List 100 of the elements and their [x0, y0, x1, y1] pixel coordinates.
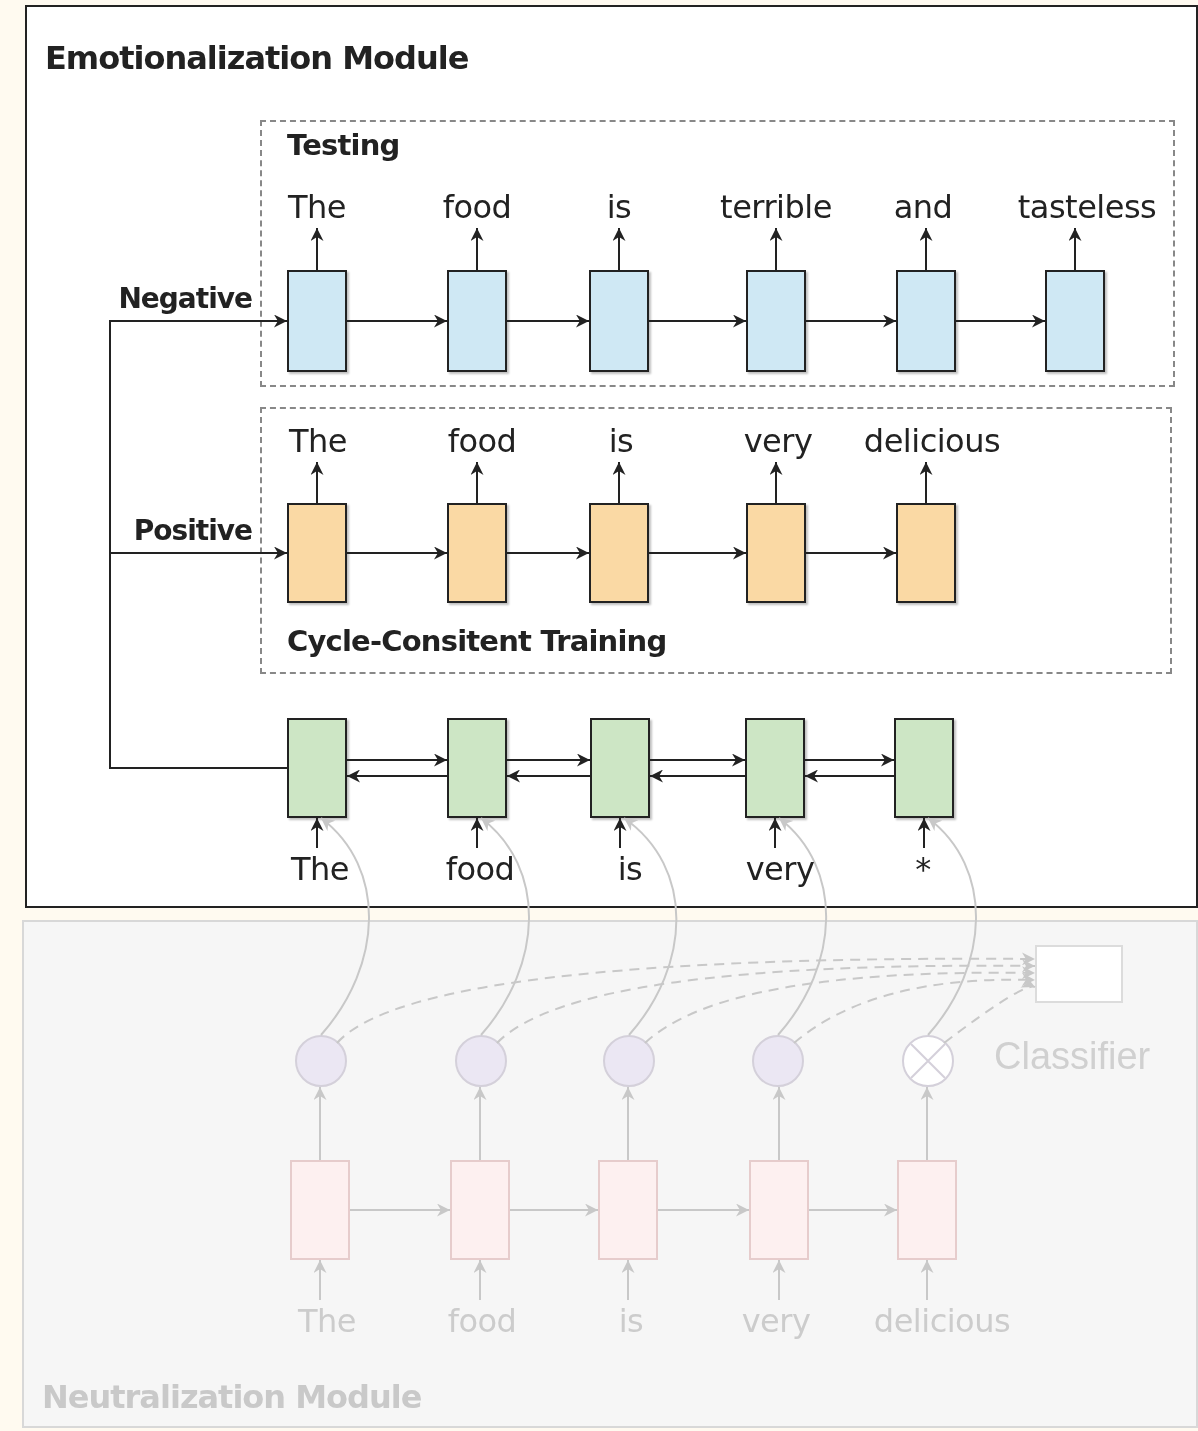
group-title: Cycle-Consitent Training [287, 624, 667, 658]
cell-block [897, 1160, 957, 1260]
arrow [1068, 227, 1082, 271]
cell-block [894, 718, 954, 818]
arrow [480, 817, 530, 1036]
module-panel [22, 920, 1198, 1428]
cell-block [287, 718, 347, 818]
arrow [506, 546, 590, 560]
arrow [470, 461, 484, 504]
word-label: The [270, 848, 370, 890]
arrow [927, 817, 977, 1036]
arrow [769, 461, 783, 504]
dashed-arrow [336, 952, 1036, 1044]
multiply-circle [902, 1035, 954, 1087]
dashed-arrow [793, 973, 1036, 1044]
arrow [473, 1086, 487, 1161]
arrow [772, 1259, 786, 1301]
arrow [470, 817, 484, 849]
module-title: Emotionalization Module [45, 39, 469, 77]
arrow [612, 461, 626, 504]
word-label: The [243, 420, 393, 462]
arrow [470, 227, 484, 271]
arrow [509, 1203, 599, 1217]
module-panel [25, 5, 1198, 908]
cell-block [589, 270, 649, 372]
arrow [473, 1259, 487, 1301]
arrow [346, 314, 448, 328]
attention-circle [295, 1035, 347, 1087]
arrow [919, 227, 933, 271]
arrow [346, 546, 448, 560]
word-label: delicious [857, 420, 1007, 462]
arrow [613, 817, 627, 849]
group-title: Testing [287, 128, 400, 162]
dashed-arrow [644, 966, 1036, 1044]
arrow [310, 817, 324, 849]
arrow [917, 817, 931, 849]
word-label: very [703, 420, 853, 462]
arrow [920, 1259, 934, 1301]
cell-block [447, 270, 507, 372]
input-arrow [109, 546, 288, 769]
cell-block [749, 1160, 809, 1260]
arrow [612, 227, 626, 271]
arrow [310, 227, 324, 271]
arrow [648, 314, 747, 328]
arrow [623, 817, 678, 1036]
arrow [805, 546, 897, 560]
cell-block [589, 503, 649, 603]
cell-block [447, 503, 507, 603]
attention-circle [455, 1035, 507, 1087]
cell-block [450, 1160, 510, 1260]
arrow [777, 817, 828, 1036]
arrow [320, 817, 370, 1036]
cell-block [290, 1160, 350, 1260]
word-label: tasteless [1012, 186, 1162, 228]
attention-circle [603, 1035, 655, 1087]
arrow [649, 753, 746, 767]
arrow [772, 1086, 786, 1161]
arrow [506, 769, 591, 783]
arrow [621, 1259, 635, 1301]
cell-block [745, 718, 805, 818]
cell-block [1045, 270, 1105, 372]
cell-block [746, 503, 806, 603]
cell-block [896, 270, 956, 372]
arrow [313, 1086, 327, 1161]
arrow [313, 1259, 327, 1301]
cell-block [287, 503, 347, 603]
arrow [506, 314, 590, 328]
cell-block [447, 718, 507, 818]
arrow [349, 1203, 451, 1217]
arrow [955, 314, 1046, 328]
word-label: is [580, 848, 680, 890]
cell-block [590, 718, 650, 818]
cell-block [598, 1160, 658, 1260]
arrow [768, 817, 782, 849]
arrow [769, 227, 783, 271]
arrow [346, 753, 448, 767]
dashed-group [260, 407, 1172, 674]
cell-block [287, 270, 347, 372]
word-label: * [873, 848, 973, 890]
word-label: and [848, 186, 998, 228]
word-label: food [430, 848, 530, 890]
dashed-arrow [496, 959, 1036, 1044]
cell-block [896, 503, 956, 603]
arrow [920, 1086, 934, 1161]
arrow [804, 753, 895, 767]
word-label: terrible [701, 186, 851, 228]
arrow [648, 546, 747, 560]
arrow [649, 769, 746, 783]
arrow [346, 769, 448, 783]
word-label: very [730, 848, 830, 890]
arrow [805, 314, 897, 328]
arrow [919, 461, 933, 504]
cell-block [746, 270, 806, 372]
arrow [310, 461, 324, 504]
arrow [804, 769, 895, 783]
attention-circle [752, 1035, 804, 1087]
arrow [621, 1086, 635, 1161]
dashed-group [260, 120, 1175, 387]
arrow [506, 753, 591, 767]
arrow [657, 1203, 750, 1217]
